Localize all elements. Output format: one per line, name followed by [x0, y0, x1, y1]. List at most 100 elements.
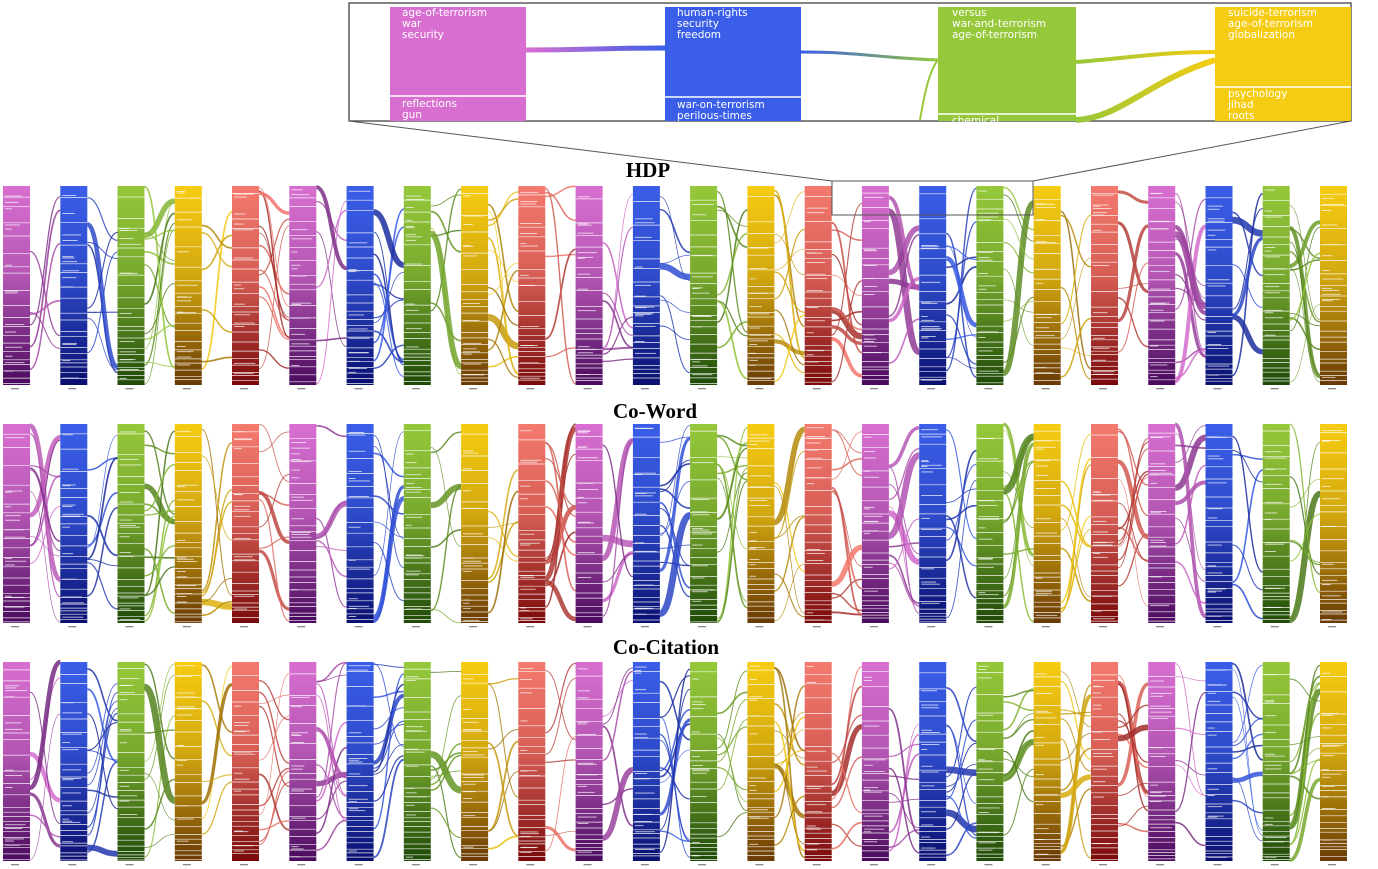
- topic-column: [346, 424, 374, 628]
- topic-word-mark: [463, 729, 482, 730]
- topic-word-mark: [348, 471, 362, 472]
- topic-word-mark: [5, 596, 25, 598]
- topic-column-bar: [919, 662, 947, 861]
- topic-word-mark: [5, 228, 12, 230]
- topic-word-mark: [5, 529, 24, 531]
- flow-link: [430, 754, 462, 792]
- topic-word-mark: [119, 782, 141, 783]
- flow-link: [1232, 583, 1263, 620]
- flow-link: [144, 499, 176, 617]
- topic-word-mark: [234, 196, 247, 198]
- topic-word-mark: [520, 485, 531, 487]
- topic-word-mark: [1322, 255, 1333, 257]
- topic-word-mark: [234, 830, 243, 832]
- topic-column: [289, 424, 317, 628]
- topic-word-mark: [1322, 584, 1331, 585]
- topic-word-mark: [749, 313, 770, 315]
- flow-link: [1003, 713, 1034, 740]
- topic-column: [117, 186, 145, 390]
- topic-word-mark: [978, 558, 993, 560]
- topic-column: [1148, 424, 1176, 628]
- topic-word-mark: [1035, 614, 1058, 616]
- topic-word-mark: [1264, 606, 1282, 608]
- topic-column-bar: [174, 424, 202, 623]
- topic-word-mark: [806, 750, 826, 752]
- topic-word-mark: [176, 596, 187, 597]
- topic-word-mark: [119, 552, 131, 553]
- flow-link: [888, 723, 920, 851]
- topic-word-mark: [1207, 279, 1230, 281]
- flow-link: [888, 554, 920, 605]
- flow-link: [373, 541, 404, 602]
- topic-word-mark: [863, 221, 871, 223]
- topic-column: [861, 662, 889, 866]
- topic-word-mark: [577, 816, 597, 818]
- topic-word-mark: [520, 233, 538, 234]
- topic-word-mark: [1322, 498, 1340, 500]
- topic-word-mark: [692, 315, 710, 316]
- flow-link: [487, 338, 519, 379]
- flow-link: [1289, 220, 1321, 268]
- topic-word-mark: [1207, 285, 1226, 287]
- topic-word-mark: [405, 346, 419, 348]
- column-tick-mark: [1041, 864, 1050, 866]
- topic-word-mark: [978, 288, 987, 290]
- topic-word-mark: [463, 798, 473, 799]
- topic-word-mark: [1264, 715, 1277, 717]
- topic-column-bar: [1262, 186, 1290, 385]
- topic-word-mark: [1035, 241, 1047, 243]
- topic-column: [575, 186, 603, 390]
- flow-link: [144, 232, 175, 261]
- flow-link: [316, 424, 347, 438]
- topic-word-mark: [1207, 348, 1229, 349]
- topic-word-mark: [176, 706, 195, 708]
- topic-word-mark: [234, 213, 246, 215]
- topic-word-mark: [348, 758, 368, 759]
- topic-word-mark: [692, 361, 701, 363]
- topic-word-mark: [863, 841, 878, 843]
- topic-word-mark: [62, 578, 77, 580]
- topic-word-mark: [1322, 785, 1335, 787]
- topic-word-mark: [463, 374, 485, 376]
- topic-word-mark: [348, 850, 357, 852]
- flow-link: [1289, 241, 1321, 375]
- topic-word-mark: [634, 773, 648, 774]
- flow-link: [87, 789, 118, 798]
- topic-column: [1148, 186, 1176, 390]
- topic-word-mark: [921, 327, 942, 329]
- topic-word-mark: [1093, 679, 1115, 681]
- flow-link: [316, 500, 347, 539]
- topic-word-mark: [176, 312, 197, 314]
- flow-link: [888, 708, 920, 835]
- flow-link: [1175, 764, 1206, 796]
- zoom-col3-top-2: war-and-terrorism: [952, 18, 1046, 30]
- flow-link: [87, 231, 118, 309]
- column-tick-mark: [1099, 626, 1107, 628]
- topic-word-mark: [1035, 474, 1048, 476]
- topic-word-mark: [863, 815, 883, 817]
- zoom-connector-right: [1032, 120, 1352, 182]
- topic-word-mark: [520, 223, 542, 224]
- section-hdp: [3, 185, 1347, 390]
- topic-column: [174, 424, 202, 628]
- topic-word-mark: [806, 843, 820, 845]
- flow-link: [774, 450, 805, 539]
- flow-link: [201, 308, 233, 333]
- flow-link: [774, 233, 805, 276]
- topic-word-mark: [291, 442, 307, 443]
- topic-word-mark: [234, 314, 250, 316]
- flow-link: [201, 356, 233, 363]
- flow-link: [1060, 214, 1092, 268]
- flow-link: [29, 505, 61, 564]
- topic-word-mark: [119, 464, 142, 466]
- topic-word-mark: [806, 350, 824, 352]
- flow-link: [659, 668, 691, 853]
- topic-word-mark: [1207, 795, 1215, 796]
- topic-column-bar: [919, 186, 947, 385]
- topic-word-mark: [978, 714, 994, 716]
- topic-word-mark: [863, 436, 872, 438]
- topic-word-mark: [62, 484, 76, 486]
- topic-word-mark: [1093, 491, 1102, 493]
- topic-word-mark: [806, 212, 825, 214]
- topic-word-mark: [1150, 692, 1173, 694]
